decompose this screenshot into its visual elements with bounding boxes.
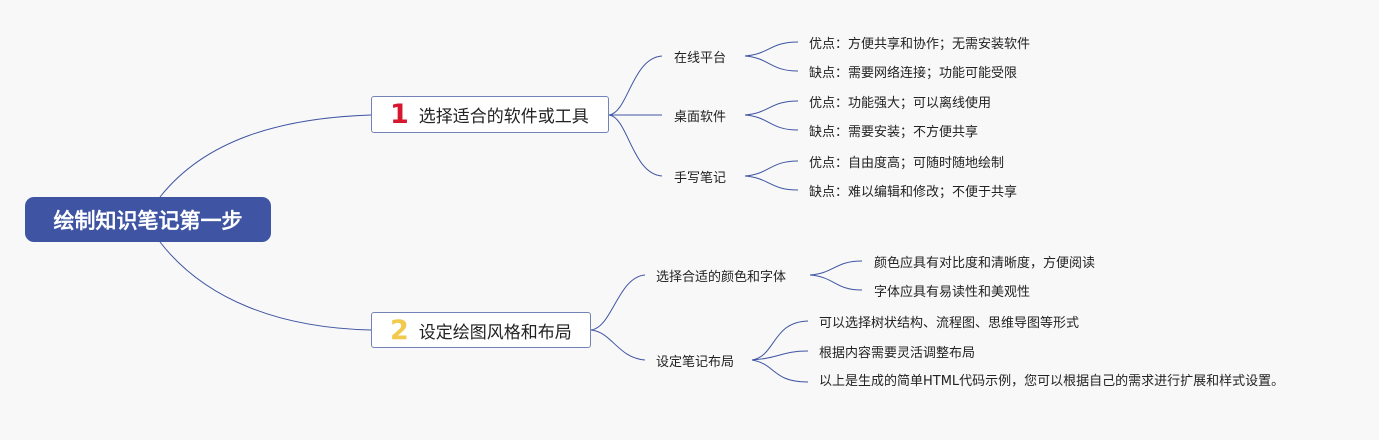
connector-branch-1-sub-1 — [608, 55, 663, 116]
number-1-icon: 1 — [390, 99, 409, 130]
leaf-layout-flexible[interactable]: 根据内容需要灵活调整布局 — [819, 346, 976, 361]
connector-sub-3-leaf-1 — [744, 160, 799, 177]
root-title: 绘制知识笔记第一步 — [53, 208, 243, 233]
leaf-color-contrast[interactable]: 颜色应具有对比度和清晰度，方便阅读 — [874, 256, 1096, 271]
leaf-font-readability[interactable]: 字体应具有易读性和美观性 — [874, 285, 1031, 300]
leaf-desktop-cons[interactable]: 缺点：需要安装；不方便共享 — [809, 125, 979, 140]
connector-branch-2-sub-2 — [590, 329, 646, 361]
connector-branch-2-sub-1 — [590, 274, 646, 331]
subnode-handwritten-notes[interactable]: 手写笔记 — [674, 171, 727, 186]
connector-sub-3-leaf-2 — [744, 175, 799, 191]
connector-sub-1-leaf-1 — [744, 41, 799, 57]
leaf-online-cons[interactable]: 缺点：需要网络连接；功能可能受限 — [809, 66, 1018, 81]
connector-sub-2-leaf-1 — [744, 100, 799, 116]
connector-root-branch-1 — [159, 114, 372, 198]
number-2-icon: 2 — [390, 314, 409, 346]
connector-sub-1-leaf-2 — [744, 55, 799, 72]
leaf-handwritten-pros[interactable]: 优点：自由度高；可随时随地绘制 — [809, 156, 1005, 171]
connector-sub-2-leaf-2 — [744, 114, 799, 131]
leaf-desktop-pros[interactable]: 优点：功能强大；可以离线使用 — [809, 96, 992, 111]
subnode-note-layout[interactable]: 设定笔记布局 — [656, 355, 735, 370]
branch-1-label: 选择适合的软件或工具 — [418, 107, 589, 127]
subnode-color-font[interactable]: 选择合适的颜色和字体 — [656, 270, 787, 285]
leaf-handwritten-cons[interactable]: 缺点：难以编辑和修改；不便于共享 — [809, 185, 1018, 200]
subnode-desktop-software[interactable]: 桌面软件 — [674, 110, 727, 125]
connector-sub-4-leaf-1 — [809, 260, 863, 276]
connector-sub-5-leaf-3 — [751, 359, 809, 383]
root-node[interactable]: 绘制知识笔记第一步 — [25, 197, 271, 242]
leaf-layout-example-note[interactable]: 以上是生成的简单HTML代码示例，您可以根据自己的需求进行扩展和样式设置。 — [819, 374, 1285, 389]
subnode-online-platform[interactable]: 在线平台 — [674, 51, 727, 66]
leaf-layout-structures[interactable]: 可以选择树状结构、流程图、思维导图等形式 — [819, 316, 1080, 331]
leaf-online-pros[interactable]: 优点：方便共享和协作；无需安装软件 — [809, 37, 1031, 52]
branch-2-label: 设定绘图风格和布局 — [418, 322, 572, 343]
connector-sub-5-leaf-1 — [751, 320, 809, 361]
connector-sub-5-leaf-2 — [751, 350, 809, 361]
connector-root-branch-2 — [159, 241, 372, 331]
branch-node-2[interactable]: 2 设定绘图风格和布局 — [371, 312, 591, 348]
connector-branch-1-sub-3 — [608, 114, 663, 177]
connector-sub-4-leaf-2 — [809, 274, 863, 291]
branch-node-1[interactable]: 1 选择适合的软件或工具 — [371, 96, 609, 133]
